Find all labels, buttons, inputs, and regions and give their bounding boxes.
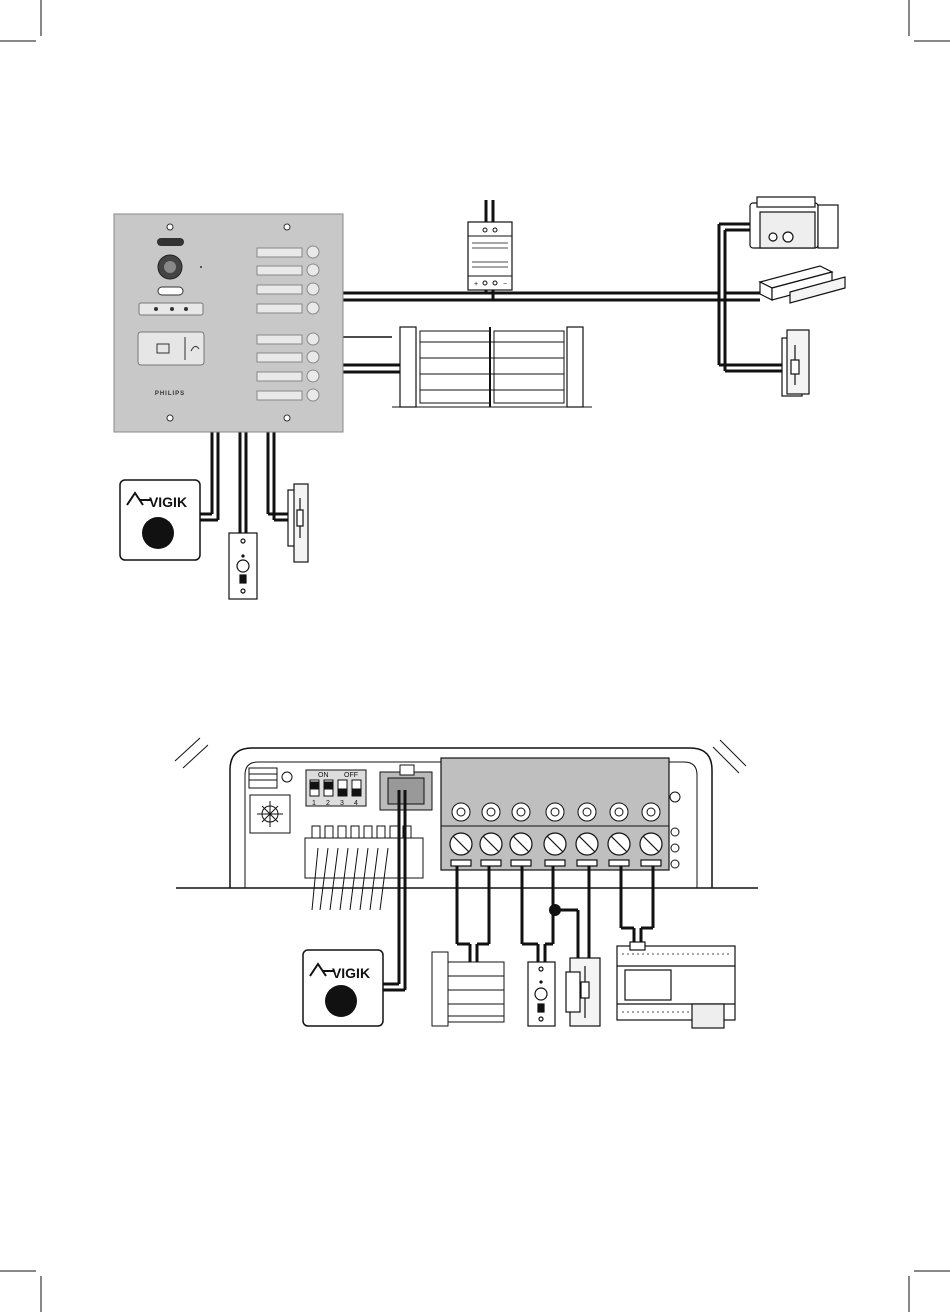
- power-supply-module: + −: [468, 222, 512, 290]
- gate: [392, 327, 592, 407]
- exit-button-top: [229, 533, 257, 599]
- electric-strike-board: [566, 958, 600, 1026]
- dip-off-label: OFF: [344, 772, 358, 779]
- electric-strike-bottom: [288, 484, 308, 562]
- dip-position-1: 1: [312, 800, 316, 807]
- door-entry-panel: PHILIPS: [114, 214, 343, 432]
- dip-on-label: ON: [318, 772, 329, 779]
- wire-junction: [549, 904, 561, 916]
- supply-minus-label: −: [503, 281, 507, 288]
- power-supply-din: [617, 942, 735, 1028]
- electric-strike-right: [782, 330, 809, 396]
- magnetic-lock: [760, 266, 845, 303]
- dip-position-3: 3: [340, 800, 344, 807]
- exit-button-bottom: [528, 962, 555, 1026]
- control-board: ON OFF 1 2 3 4: [175, 738, 758, 910]
- speaker-slot: [157, 238, 184, 246]
- mic-slot: [158, 287, 183, 295]
- dip-position-2: 2: [326, 800, 330, 807]
- vigik-label-bottom: VIGIK: [332, 965, 370, 981]
- supply-plus-label: +: [474, 281, 478, 288]
- rfid-reader: [138, 332, 204, 365]
- gate-bottom: [432, 952, 504, 1026]
- vigik-reader-top: VIGIK: [120, 480, 200, 560]
- vigik-label-top: VIGIK: [149, 494, 187, 510]
- panel-brand: PHILIPS: [155, 391, 185, 397]
- rim-lock: [750, 197, 838, 248]
- dip-position-4: 4: [354, 800, 358, 807]
- vigik-reader-bottom: VIGIK: [303, 950, 383, 1026]
